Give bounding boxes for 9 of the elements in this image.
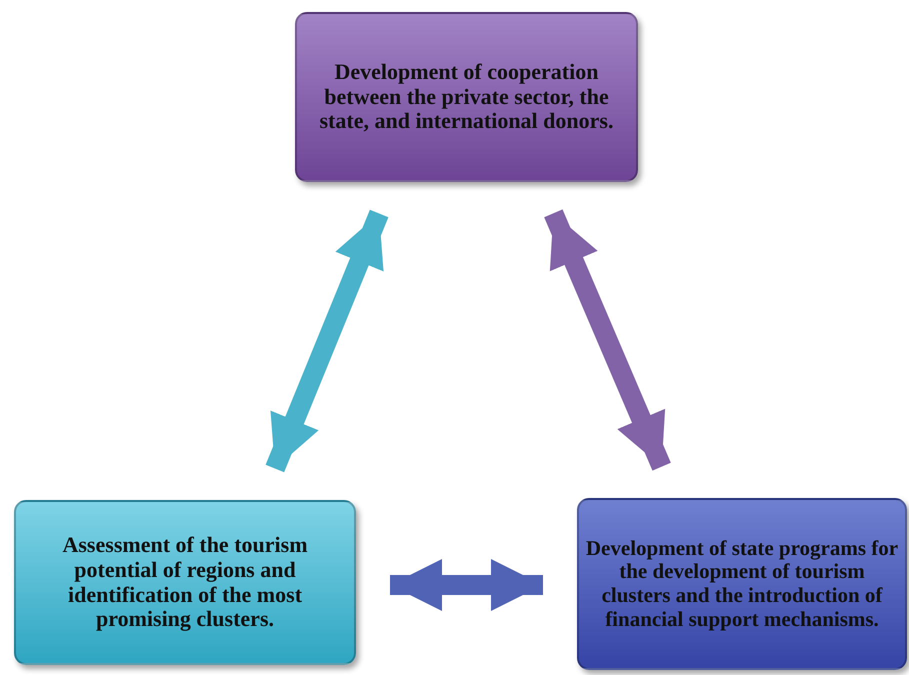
double-arrow <box>266 210 388 472</box>
box-text: Development of cooperation between the private sector, the state, and international donors. <box>318 60 614 134</box>
double-arrow <box>390 559 543 611</box>
process-box <box>577 498 907 670</box>
double-arrow <box>544 209 671 471</box>
box-text: Assessment of the tourism potential of regions and identification of the most promising clusters. <box>61 533 309 632</box>
process-box <box>295 12 638 182</box>
box-text: Development of state programs for the development of tourism clusters and the introduction of financial support mechanisms. <box>585 536 899 632</box>
process-box <box>14 500 356 665</box>
